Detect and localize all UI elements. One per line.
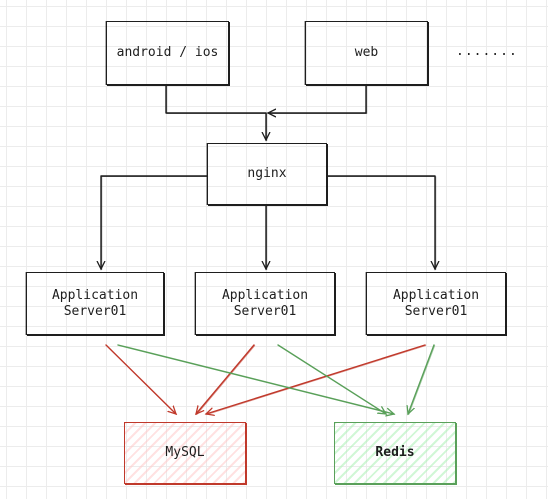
edge-nginx-to-app3 <box>327 176 437 271</box>
edge-app3-to-redis <box>408 345 436 416</box>
edge-nginx-to-app3 <box>326 175 435 269</box>
client-android-ios-label: android / ios <box>116 45 219 60</box>
edge-web-to-nginx <box>268 84 367 113</box>
app-server-label-1: Application Server01 <box>51 287 139 319</box>
edge-android-ios-to-nginx <box>166 85 268 142</box>
edge-android-ios-to-nginx <box>165 84 266 140</box>
edge-app2-to-redis <box>278 345 388 416</box>
mysql-box: MySQL <box>124 422 246 484</box>
edge-app3-to-redis <box>408 344 435 414</box>
nginx-label: nginx <box>247 166 287 181</box>
client-android-ios-box: android / ios <box>106 21 229 85</box>
app-server-box-1: Application Server01 <box>26 272 164 335</box>
client-web-label: web <box>354 45 379 60</box>
more-clients-ellipsis: ....... <box>456 44 518 59</box>
client-web-box: web <box>305 21 428 85</box>
edge-app2-to-mysql <box>196 345 256 416</box>
app-server-label-3: Application Server01 <box>392 287 480 319</box>
redis-box: Redis <box>334 422 456 484</box>
edge-nginx-to-app1 <box>101 176 209 271</box>
app-server-box-3: Application Server01 <box>366 272 506 335</box>
redis-label: Redis <box>375 445 415 460</box>
edge-web-to-nginx <box>268 85 368 115</box>
edge-app1-to-mysql <box>106 345 178 416</box>
nginx-box: nginx <box>207 143 327 205</box>
edge-app3-to-mysql <box>206 344 426 414</box>
edge-app1-to-redis <box>118 345 396 416</box>
edge-app3-to-mysql <box>206 345 427 416</box>
app-server-box-2: Application Server01 <box>195 272 335 335</box>
mysql-label: MySQL <box>165 445 205 460</box>
edge-app2-to-mysql <box>196 344 255 414</box>
edge-nginx-to-app1 <box>101 175 208 269</box>
app-server-label-2: Application Server01 <box>221 287 309 319</box>
